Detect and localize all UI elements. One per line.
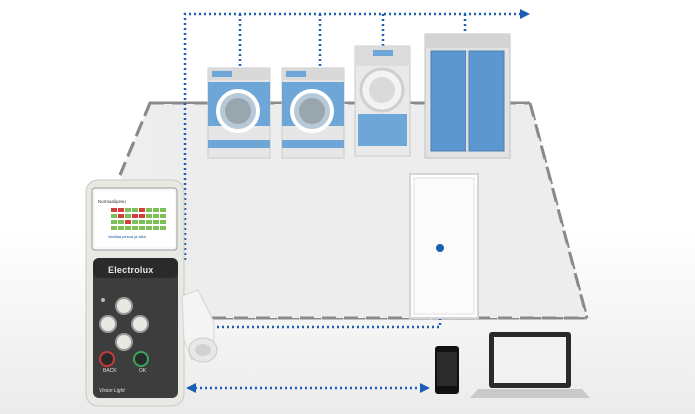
brand-logo: Electrolux [108, 265, 154, 275]
floor-outline-right [528, 102, 589, 319]
handheld-device [85, 179, 185, 407]
back-button [99, 351, 115, 367]
bottom-arrow-right [420, 383, 430, 393]
device-keypad [99, 297, 149, 367]
network-arrow-right [520, 9, 530, 19]
drying-cabinet-icon [424, 33, 511, 159]
washer-icon [281, 67, 345, 159]
smartphone-icon [435, 346, 459, 394]
right-button [131, 315, 149, 333]
door-lock-dot [436, 244, 444, 252]
led-icon [101, 298, 105, 302]
floor-outline-left [118, 102, 152, 176]
back-label: BACK [103, 368, 117, 374]
id-tag-icon [181, 289, 218, 363]
down-button [115, 333, 133, 351]
screen-footer: Varillaa pesua ja aika [108, 234, 146, 239]
left-button [99, 315, 117, 333]
ok-label: OK [139, 368, 147, 374]
screen-grid [111, 208, 166, 230]
ok-button [133, 351, 149, 367]
model-label: Vision Light [99, 388, 125, 394]
washer-icon [207, 67, 271, 159]
bottom-arrow-left [186, 383, 196, 393]
door-icon [409, 173, 479, 319]
up-button [115, 297, 133, 315]
dryer-icon [354, 45, 411, 157]
laptop-icon [470, 332, 590, 398]
screen-title: Normaalipesu [98, 199, 126, 204]
